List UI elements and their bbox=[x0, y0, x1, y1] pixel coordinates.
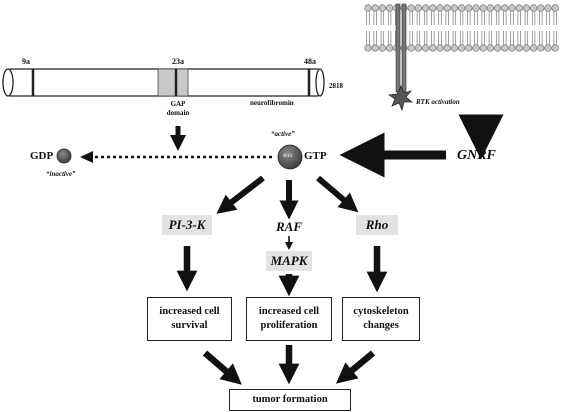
lipid-head bbox=[479, 44, 487, 52]
lipid-head bbox=[472, 4, 480, 12]
lipid-head bbox=[386, 44, 394, 52]
rtk-activation-label: RTK activation bbox=[416, 98, 460, 106]
neurofibromin-label: neurofibromin bbox=[250, 99, 294, 107]
proliferation-text: increased cell proliferation bbox=[258, 305, 320, 331]
lipid-head bbox=[371, 44, 379, 52]
cell-membrane bbox=[364, 4, 559, 52]
lipid-head bbox=[364, 4, 372, 12]
ras-to-rho-arrow bbox=[316, 175, 359, 213]
lipid-head bbox=[436, 4, 444, 12]
lipid-head bbox=[486, 4, 495, 12]
lipid-head bbox=[529, 4, 538, 12]
lipid-head bbox=[544, 44, 552, 52]
tumor-formation-box: tumor formation bbox=[229, 389, 351, 411]
exon-label-23a: 23a bbox=[172, 57, 184, 66]
rtk-receptor bbox=[388, 3, 413, 112]
lipid-head bbox=[501, 44, 509, 52]
lipid-head bbox=[429, 44, 437, 52]
lipid-head bbox=[443, 4, 451, 12]
lipid-head bbox=[515, 4, 523, 12]
gap-domain-label: GAP domain bbox=[166, 100, 190, 118]
lipid-head bbox=[414, 4, 423, 12]
lipid-head bbox=[364, 44, 372, 52]
lipid-head bbox=[378, 44, 387, 52]
lipid-head bbox=[422, 4, 430, 12]
lipid-head bbox=[522, 4, 531, 12]
pi3k-label: PI-3-K bbox=[162, 215, 212, 235]
gtp-label: GTP bbox=[304, 150, 327, 162]
active-label: “active” bbox=[271, 130, 295, 138]
lipid-head bbox=[551, 4, 559, 12]
gdp-label: GDP bbox=[30, 150, 54, 162]
dotted-arrow-head bbox=[80, 151, 93, 163]
tumor-formation-text: tumor formation bbox=[252, 393, 328, 405]
mapk-label: MAPK bbox=[266, 251, 312, 271]
lipid-head bbox=[479, 4, 487, 12]
lipid-head bbox=[436, 44, 444, 52]
lipid-head bbox=[458, 44, 466, 52]
ras-to-pi3k-arrow bbox=[216, 175, 265, 214]
lipid-head bbox=[544, 4, 552, 12]
lipid-head bbox=[508, 4, 516, 12]
ras-inactive-ball-icon bbox=[56, 148, 72, 164]
survival-text: increased cell survival bbox=[159, 305, 220, 331]
exon-label-9a: 9a bbox=[22, 57, 30, 66]
survival-to-tumor-arrow bbox=[202, 350, 242, 385]
gnrf-label: GNRF bbox=[457, 148, 496, 163]
neurofibromin-bar bbox=[2, 68, 325, 97]
lipid-head bbox=[407, 44, 415, 52]
lipid-head bbox=[465, 4, 473, 12]
rtk-activation-star-icon bbox=[388, 85, 413, 112]
lipid-head bbox=[551, 44, 559, 52]
cytoskeleton-to-tumor-arrow bbox=[335, 350, 376, 384]
lipid-head bbox=[378, 4, 387, 12]
lipid-head bbox=[522, 44, 531, 52]
lipid-head bbox=[443, 44, 451, 52]
raf-label: RAF bbox=[276, 219, 303, 234]
proliferation-box: increased cell proliferation bbox=[246, 297, 332, 341]
lipid-head bbox=[501, 4, 509, 12]
cytoskeleton-box: cytoskeleton changes bbox=[342, 297, 420, 341]
lipid-head bbox=[458, 4, 466, 12]
lipid-head bbox=[386, 4, 394, 12]
lipid-head bbox=[486, 44, 495, 52]
inactive-label: “inactive” bbox=[46, 170, 76, 178]
lipid-head bbox=[537, 4, 545, 12]
lipid-head bbox=[450, 4, 459, 12]
lipid-head bbox=[414, 44, 423, 52]
lipid-head bbox=[508, 44, 516, 52]
lipid-head bbox=[429, 4, 437, 12]
lipid-head bbox=[407, 4, 415, 12]
lipid-head bbox=[529, 44, 538, 52]
rho-label: Rho bbox=[356, 215, 398, 235]
protein-length: 2818 bbox=[329, 82, 343, 90]
lipid-head bbox=[537, 44, 545, 52]
ras-active-ball-icon bbox=[277, 144, 303, 170]
lipid-head bbox=[422, 44, 430, 52]
lipid-head bbox=[450, 44, 459, 52]
lipid-head bbox=[472, 44, 480, 52]
cytoskeleton-text: cytoskeleton changes bbox=[353, 305, 409, 331]
lipid-head bbox=[371, 4, 379, 12]
lipid-head bbox=[465, 44, 473, 52]
survival-box: increased cell survival bbox=[147, 297, 232, 341]
ras-label: RAS bbox=[283, 154, 293, 159]
exon-label-48a: 48a bbox=[304, 57, 316, 66]
lipid-head bbox=[494, 4, 502, 12]
lipid-head bbox=[515, 44, 523, 52]
lipid-head bbox=[494, 44, 502, 52]
